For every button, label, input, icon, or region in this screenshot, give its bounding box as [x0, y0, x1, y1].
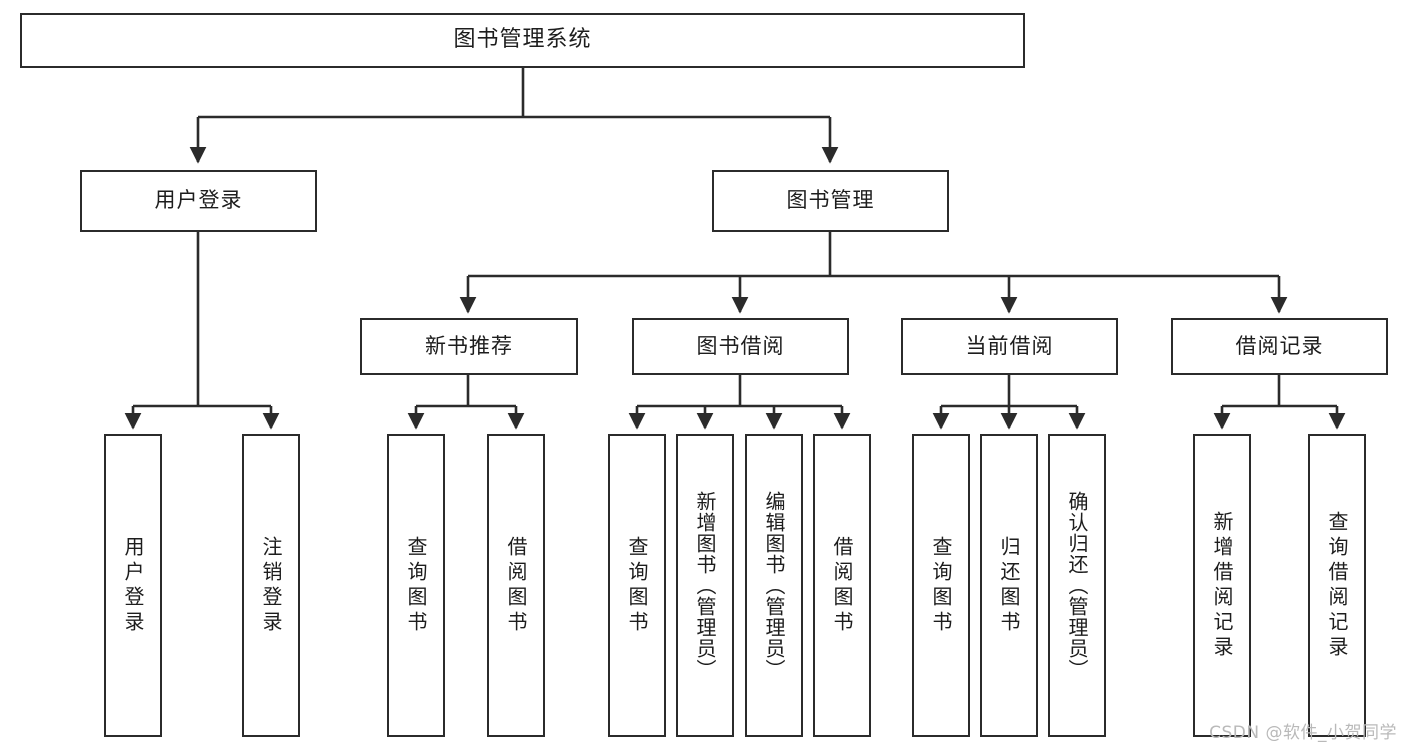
leaf-add-borrow-record[interactable]: 新增借阅记录 — [1193, 434, 1251, 737]
leaf-borrow-book[interactable]: 借阅图书 — [813, 434, 871, 737]
node-new-book-recommendation[interactable]: 新书推荐 — [360, 318, 578, 375]
node-borrow-records[interactable]: 借阅记录 — [1171, 318, 1388, 375]
node-root-library-system[interactable]: 图书管理系统 — [20, 13, 1025, 68]
node-book-management[interactable]: 图书管理 — [712, 170, 949, 232]
leaf-user-login[interactable]: 用户登录 — [104, 434, 162, 737]
leaf-query-book-current[interactable]: 查询图书 — [912, 434, 970, 737]
node-book-borrowing[interactable]: 图书借阅 — [632, 318, 849, 375]
leaf-edit-book-admin[interactable]: 编辑图书（管理员） — [745, 434, 803, 737]
leaf-confirm-return-admin[interactable]: 确认归还（管理员） — [1048, 434, 1106, 737]
leaf-logout[interactable]: 注销登录 — [242, 434, 300, 737]
leaf-query-book-new-rec[interactable]: 查询图书 — [387, 434, 445, 737]
node-current-borrowing[interactable]: 当前借阅 — [901, 318, 1118, 375]
node-user-login[interactable]: 用户登录 — [80, 170, 317, 232]
leaf-query-book-borrow[interactable]: 查询图书 — [608, 434, 666, 737]
csdn-watermark: CSDN @软件_小贺同学 — [1209, 723, 1397, 743]
leaf-borrow-book-new-rec[interactable]: 借阅图书 — [487, 434, 545, 737]
leaf-return-book[interactable]: 归还图书 — [980, 434, 1038, 737]
leaf-query-borrow-record[interactable]: 查询借阅记录 — [1308, 434, 1366, 737]
leaf-add-book-admin[interactable]: 新增图书（管理员） — [676, 434, 734, 737]
